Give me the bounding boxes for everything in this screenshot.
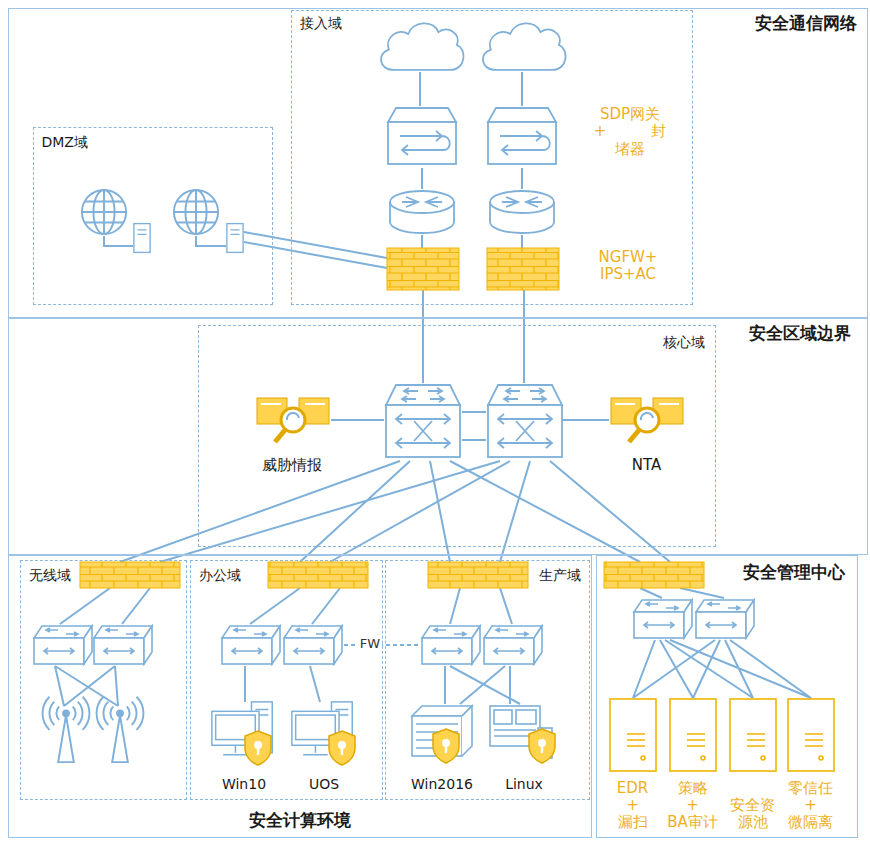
device-node: Win10 bbox=[204, 699, 284, 794]
region-title: 安全计算环境 bbox=[247, 811, 353, 831]
region-title: 生产域 bbox=[537, 567, 583, 583]
region-title: 核心域 bbox=[661, 334, 707, 350]
zone-region: 无线域 bbox=[20, 560, 187, 800]
devices bbox=[34, 23, 834, 771]
region-title: 安全区域边界 bbox=[747, 324, 853, 344]
region-title: 办公域 bbox=[197, 567, 243, 583]
device-node: UOS bbox=[284, 699, 364, 794]
gateway-icon bbox=[488, 108, 556, 164]
device-label: UOS bbox=[308, 776, 340, 792]
device-node: NTA bbox=[599, 394, 694, 474]
server-icon bbox=[134, 224, 150, 253]
device-label: Win2016 bbox=[410, 776, 474, 792]
cloud-icon bbox=[381, 23, 464, 70]
device-node: EDR + 漏扫 bbox=[600, 698, 666, 836]
server-tower-icon bbox=[788, 699, 834, 771]
region-title: 无线域 bbox=[27, 567, 73, 583]
shield-icon bbox=[529, 729, 555, 763]
firewall-icon bbox=[80, 562, 180, 588]
security-band: 安全区域边界核心域威胁情报 NTA bbox=[8, 318, 868, 555]
firewall-icon bbox=[428, 562, 528, 588]
region-title: 安全通信网络 bbox=[753, 14, 859, 34]
device-node: 安全资源池 bbox=[720, 698, 786, 836]
device-node: 威胁情报 bbox=[244, 394, 339, 474]
region-title: 安全管理中心 bbox=[741, 563, 847, 583]
cloud-icon bbox=[483, 23, 566, 70]
device-label: NTA bbox=[631, 457, 662, 474]
shield-icon bbox=[329, 731, 355, 765]
device-node: 策略 + BA审计 bbox=[660, 698, 726, 836]
intel-icon bbox=[257, 398, 329, 442]
ap-icon bbox=[97, 697, 144, 762]
device-label: 安全资源池 bbox=[723, 797, 783, 832]
gateway-icon bbox=[388, 108, 456, 164]
web-icon bbox=[82, 190, 126, 234]
switch-icon bbox=[94, 626, 152, 664]
switch-icon bbox=[634, 600, 692, 638]
link-label: FW bbox=[358, 637, 382, 652]
server-tower-icon bbox=[730, 699, 776, 771]
region-title: DMZ域 bbox=[40, 134, 90, 150]
switch-icon bbox=[222, 626, 280, 664]
security-region: 安全计算环境 无线域 办公域 Win10 UOS 生产域 Win2016 Linux bbox=[8, 555, 592, 838]
switch-icon bbox=[422, 626, 480, 664]
server-tower-icon bbox=[610, 699, 656, 771]
device-caption: NGFW+ IPS+AC bbox=[592, 249, 664, 284]
device-label: 策略 + BA审计 bbox=[663, 780, 723, 832]
shield-icon bbox=[433, 729, 459, 763]
firewall-icon bbox=[487, 248, 559, 290]
switch-icon bbox=[696, 600, 754, 638]
web-icon bbox=[174, 190, 218, 234]
switch-icon bbox=[284, 626, 342, 664]
device-label: Win10 bbox=[221, 776, 267, 792]
region-title: 接入域 bbox=[298, 15, 344, 31]
device-node: Linux bbox=[484, 699, 564, 794]
server-icon bbox=[227, 224, 243, 253]
device-node: 零信任 + 微隔离 bbox=[778, 698, 844, 836]
switch-icon bbox=[34, 626, 92, 664]
router-icon bbox=[490, 191, 554, 233]
shield-icon bbox=[245, 731, 271, 765]
ap-icon bbox=[43, 697, 90, 762]
device-label: 威胁情报 bbox=[261, 457, 323, 474]
firewall-icon bbox=[604, 562, 704, 588]
firewall-icon bbox=[268, 562, 368, 588]
security-band: 安全通信网络 接入域 DMZ域 bbox=[8, 8, 868, 318]
server-tower-icon bbox=[670, 699, 716, 771]
device-caption: SDP网关 + 封堵器 bbox=[588, 106, 672, 158]
zone-region: DMZ域 bbox=[33, 127, 273, 305]
device-label: Linux bbox=[504, 776, 544, 792]
core-switch-icon bbox=[386, 385, 460, 457]
firewall-icon bbox=[387, 248, 459, 290]
network-wires bbox=[55, 72, 811, 706]
device-label: 零信任 + 微隔离 bbox=[781, 780, 841, 832]
zone-region: 核心域威胁情报 NTA bbox=[198, 325, 716, 547]
nta-icon bbox=[611, 398, 683, 442]
device-node: Win2016 bbox=[402, 699, 482, 794]
core-switch-icon bbox=[488, 385, 562, 457]
zone-region: 办公域 Win10 UOS bbox=[190, 560, 383, 800]
device-label: EDR + 漏扫 bbox=[603, 780, 663, 832]
security-region: 安全管理中心 EDR + 漏扫策略 + BA审计安全资源池零信任 + 微隔离 bbox=[596, 555, 858, 838]
switch-icon bbox=[484, 626, 542, 664]
zone-region: 生产域 Win2016 Linux bbox=[385, 560, 590, 800]
router-icon bbox=[390, 191, 454, 233]
